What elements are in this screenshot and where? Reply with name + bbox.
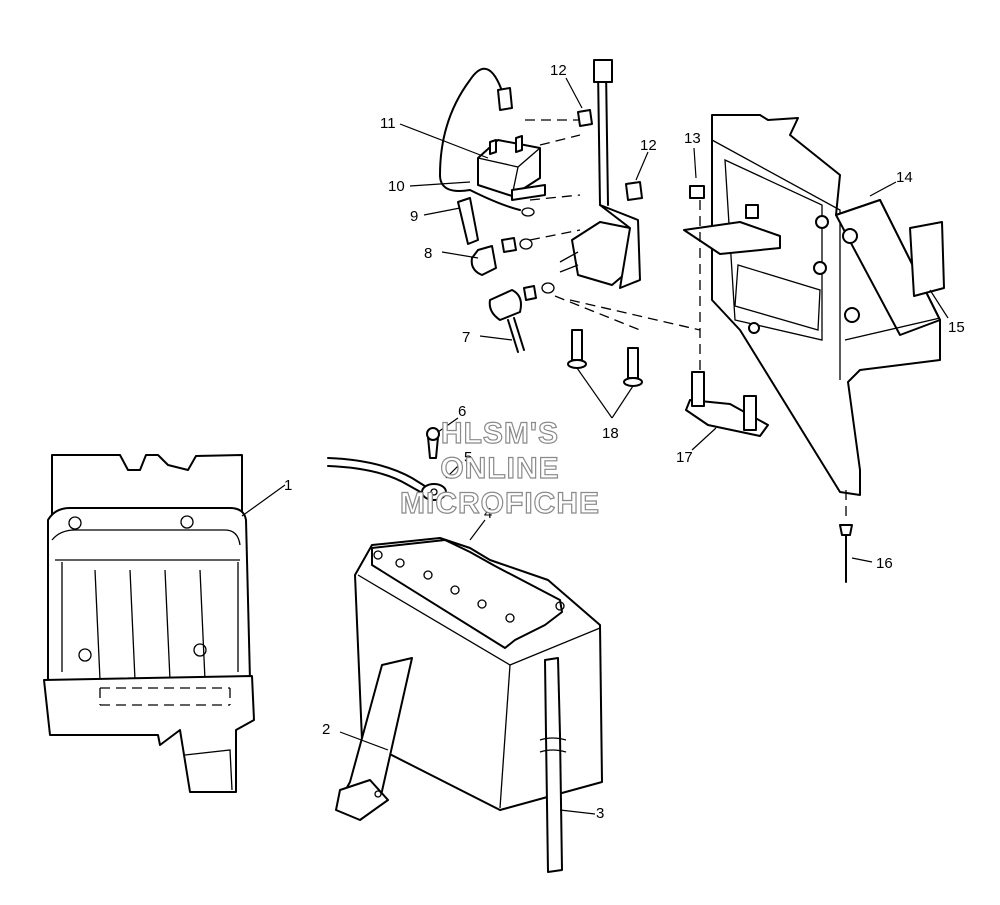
callout-5: 5 [464, 449, 472, 466]
callout-10: 10 [388, 178, 405, 195]
callout-15: 15 [948, 319, 965, 336]
watermark-line-1: HLSM'S [441, 417, 559, 450]
callout-9: 9 [410, 208, 418, 225]
callout-14: 14 [896, 169, 913, 186]
callout-17: 17 [676, 449, 693, 466]
callout-8: 8 [424, 245, 432, 262]
watermark-line-2: ONLINE [440, 452, 559, 485]
battery-strap [335, 657, 413, 821]
callout-1: 1 [284, 477, 292, 494]
callout-11: 11 [380, 115, 396, 132]
solenoid-assembly [399, 59, 701, 419]
vent-tube [539, 657, 596, 873]
callout-16: 16 [876, 555, 893, 572]
callout-12b: 12 [640, 137, 657, 154]
battery-cable [327, 417, 463, 501]
callout-12a: 12 [550, 62, 567, 79]
callout-4: 4 [484, 505, 492, 522]
callout-13: 13 [684, 130, 701, 147]
battery-box [43, 454, 286, 793]
callout-7: 7 [462, 329, 470, 346]
callout-2: 2 [322, 721, 330, 738]
battery [354, 519, 603, 811]
callout-6: 6 [458, 403, 466, 420]
callout-18: 18 [602, 425, 619, 442]
callout-labels: 1 2 3 4 5 6 7 8 9 10 11 12 12 13 14 15 1… [284, 62, 965, 822]
watermark-line-3: MICROFICHE [400, 487, 600, 520]
watermark: HLSM'S ONLINE MICROFICHE [399, 416, 600, 520]
callout-3: 3 [596, 805, 604, 822]
mounting-bracket [683, 114, 949, 583]
